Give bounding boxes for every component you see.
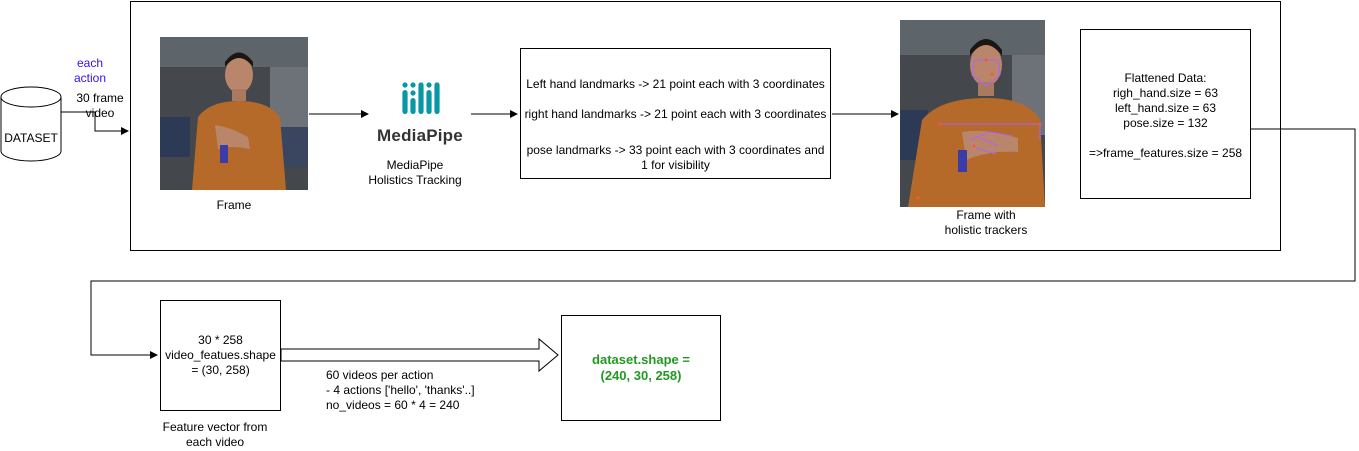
feature-vector-text: 30 * 258 video_featues.shape = (30, 258) xyxy=(165,333,276,377)
dataset-shape-box: dataset.shape = (240, 30, 258) xyxy=(561,315,721,421)
hollow-arrow-feature-to-dataset xyxy=(280,337,559,373)
mediapipe-logo-text: MediaPipe xyxy=(377,126,463,145)
arrow-flattened-to-feature xyxy=(90,128,1356,359)
pipeline-container xyxy=(130,1,1281,251)
flattened-line: righ_hand.size = 63 xyxy=(1112,86,1219,100)
feature-vector-caption: Feature vector from each video xyxy=(162,420,268,449)
arrow-dataset-to-pipeline xyxy=(61,111,129,135)
mediapipe-logo-icon xyxy=(402,82,440,114)
videos-note: 60 videos per action - 4 actions ['hello… xyxy=(326,368,475,412)
flattened-total: =>frame_features.size = 258 xyxy=(1088,146,1243,160)
mediapipe-logo: MediaPipe xyxy=(372,80,468,150)
pose-landmarks-text: pose landmarks -> 33 point each with 3 c… xyxy=(526,143,825,172)
landmarks-box: Left hand landmarks -> 21 point each wit… xyxy=(520,48,831,179)
left-hand-landmarks-text: Left hand landmarks -> 21 point each wit… xyxy=(526,77,825,91)
edge-label-each-action: each action xyxy=(73,56,107,85)
flattened-line: pose.size = 132 xyxy=(1123,116,1208,130)
frame-image xyxy=(160,37,308,190)
flattened-title: Flattened Data: xyxy=(1124,71,1207,85)
dataset-cylinder-shape xyxy=(0,86,62,162)
dataset-label: DATASET xyxy=(4,131,58,145)
feature-vector-box: 30 * 258 video_featues.shape = (30, 258) xyxy=(160,300,281,411)
frame-caption: Frame xyxy=(216,198,252,212)
edge-label-30-frame-video: 30 frame video xyxy=(76,91,124,120)
right-hand-landmarks-text: right hand landmarks -> 21 point each wi… xyxy=(524,107,827,121)
flattened-line: left_hand.size = 63 xyxy=(1114,101,1217,115)
tracked-frame-image xyxy=(900,20,1045,207)
dataset-shape-text: dataset.shape = (240, 30, 258) xyxy=(592,352,690,383)
mediapipe-caption: MediaPipe Holistics Tracking xyxy=(368,158,462,187)
tracked-frame-caption: Frame with holistic trackers xyxy=(944,208,1028,237)
flattened-data-box: Flattened Data: righ_hand.size = 63 left… xyxy=(1080,29,1251,199)
